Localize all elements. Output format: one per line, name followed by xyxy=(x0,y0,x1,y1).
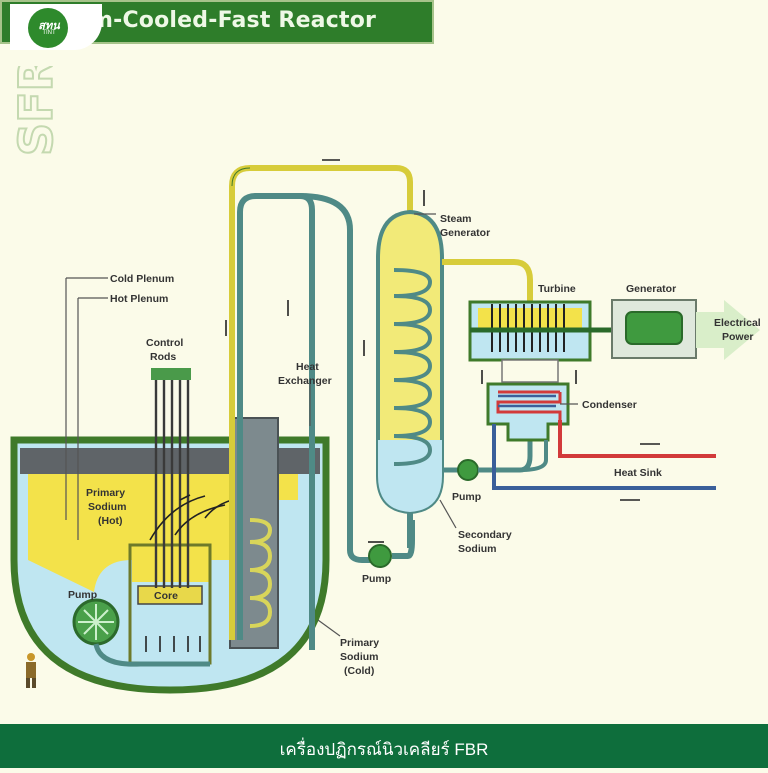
logo-emblem-icon xyxy=(28,8,68,48)
feedwater-pump xyxy=(457,459,479,481)
sfr-text: SFR xyxy=(9,66,63,156)
control-rods-label-2: Rods xyxy=(150,351,176,363)
generator xyxy=(611,299,760,360)
steam-line xyxy=(442,259,533,302)
intermediate-loop xyxy=(229,193,415,650)
flow-arrows-hot xyxy=(149,494,233,541)
heat-exchanger-label-1: Heat xyxy=(296,361,319,373)
flow-arrows-cold xyxy=(145,636,201,652)
steam-generator-label-1: Steam xyxy=(440,213,472,225)
sfr-side-label: SFR xyxy=(8,66,64,157)
heat-sink-label: Heat Sink xyxy=(614,467,662,479)
primary-sodium-hot-label-2: Sodium xyxy=(88,501,127,513)
generator-label: Generator xyxy=(626,283,676,295)
footer-bar: เครื่องปฏิกรณ์นิวเคลียร์ FBR xyxy=(0,724,768,768)
control-rods-label-1: Control xyxy=(146,337,183,349)
flow-indicators xyxy=(225,159,660,543)
organization-logo: สทน TINT xyxy=(10,4,102,50)
leader-lines xyxy=(309,213,578,637)
hot-plenum-label: Hot Plenum xyxy=(110,293,168,305)
electrical-power-label-1: Electrical xyxy=(714,317,761,329)
cold-plenum-label: Cold Plenum xyxy=(110,273,174,285)
core xyxy=(137,585,203,605)
primary-sodium-cold-label-3: (Cold) xyxy=(344,665,374,677)
turbine xyxy=(468,300,612,362)
control-rod-drives xyxy=(151,368,191,380)
secondary-sodium-label-1: Secondary xyxy=(458,529,512,541)
pump-primary-label: Pump xyxy=(68,589,97,601)
page-title: m-Cooled-Fast Reactor xyxy=(90,8,377,33)
primary-pump-outlet xyxy=(93,643,210,667)
primary-sodium-hot-label-3: (Hot) xyxy=(98,515,123,527)
condenser xyxy=(486,359,570,442)
pump-secondary-label: Pump xyxy=(362,573,391,585)
person-icon xyxy=(26,653,36,688)
control-rods xyxy=(154,378,190,588)
core-label: Core xyxy=(154,590,178,602)
pump-sg-label: Pump xyxy=(452,491,481,503)
logo-subtext: TINT xyxy=(42,30,56,36)
heat-sink-hot-line xyxy=(558,420,716,458)
heat-sink-cold-line xyxy=(492,424,716,490)
condenser-label: Condenser xyxy=(582,399,637,411)
logo-text: สทน xyxy=(38,20,60,32)
secondary-loop xyxy=(229,165,413,640)
turbine-label: Turbine xyxy=(538,283,576,295)
footer-caption: เครื่องปฏิกรณ์นิวเคลียร์ FBR xyxy=(279,740,489,759)
secondary-sodium-label-2: Sodium xyxy=(458,543,497,555)
electrical-power-arrow xyxy=(696,300,760,360)
primary-sodium-cold-label-2: Sodium xyxy=(340,651,379,663)
primary-sodium-cold-label-1: Primary xyxy=(340,637,379,649)
steam-generator-label-2: Generator xyxy=(440,227,490,239)
electrical-power-label-2: Power xyxy=(722,331,754,343)
primary-sodium-hot-label-1: Primary xyxy=(86,487,125,499)
steam-generator xyxy=(376,209,444,548)
secondary-pump xyxy=(368,544,392,568)
heat-exchanger-label-2: Exchanger xyxy=(278,375,332,387)
